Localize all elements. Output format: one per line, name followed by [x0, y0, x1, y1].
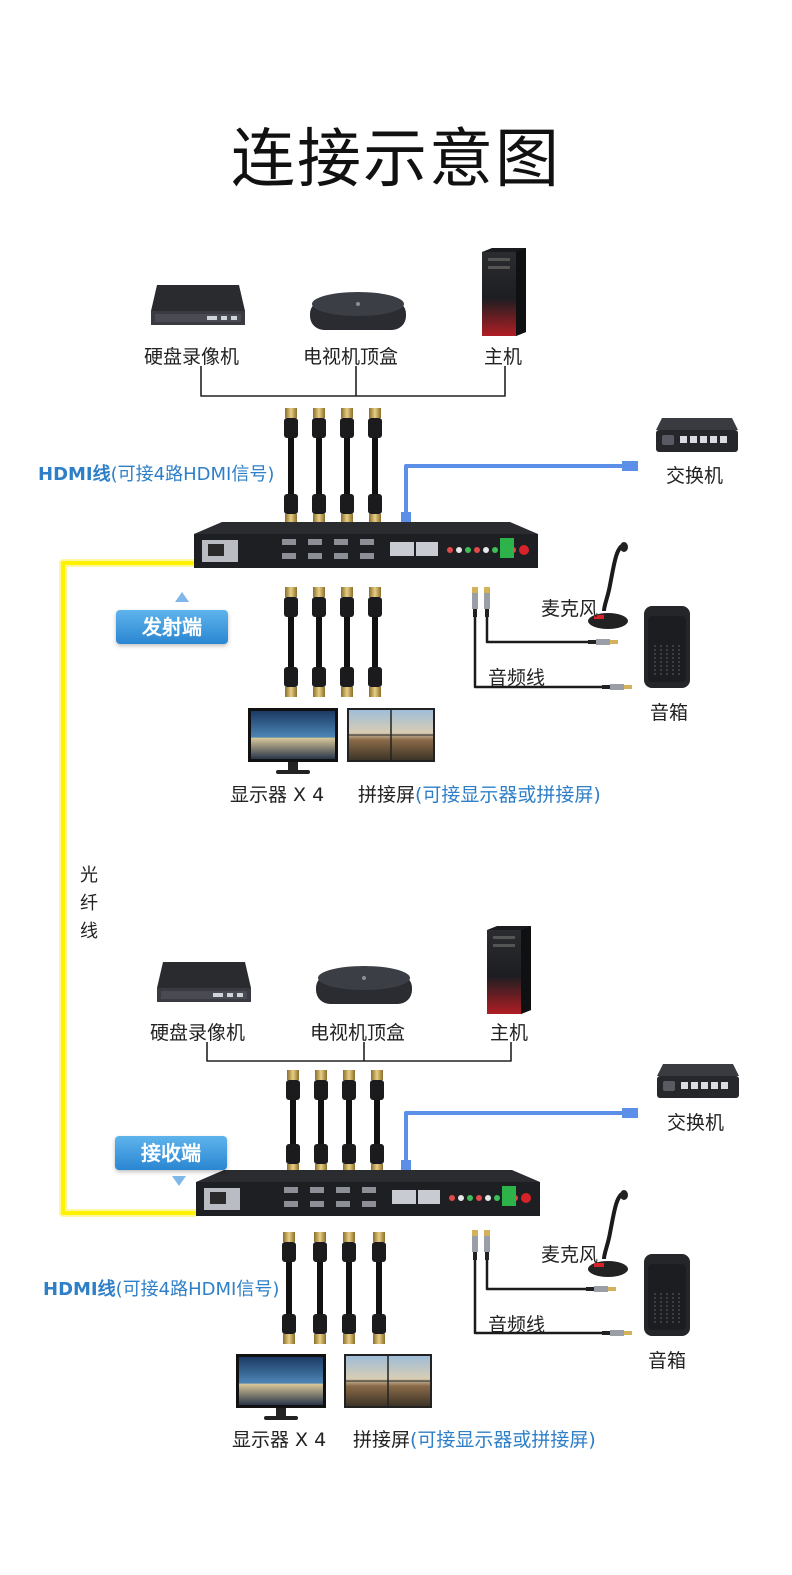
microphone-icon — [588, 542, 628, 629]
network-cable — [404, 1111, 622, 1166]
hdmi-cable-icon — [314, 1070, 328, 1174]
source-label-pc: 主机 — [484, 346, 523, 368]
audio-plug-icon — [602, 1330, 632, 1336]
speaker-icon — [644, 606, 690, 688]
rack-device-icon — [196, 1170, 540, 1216]
source-label-dvr-2: 硬盘录像机 — [150, 1022, 246, 1044]
direction-arrow-icon — [172, 1176, 186, 1186]
speaker-label-2: 音箱 — [648, 1350, 687, 1372]
display-label: 显示器 X 4 — [230, 784, 325, 806]
fiber-label: 光 纤 线 — [78, 862, 100, 946]
network-switch-icon — [656, 418, 738, 452]
audio-plug-icon — [472, 587, 478, 617]
splice-label-note: (可接显示器或拼接屏) — [415, 784, 601, 806]
source-label-stb-2: 电视机顶盒 — [310, 1022, 406, 1044]
audio-plug-icon — [586, 1286, 616, 1292]
fiber-label-char-1: 光 — [80, 865, 98, 886]
fiber-cable — [59, 559, 196, 1217]
direction-arrow-icon — [175, 592, 189, 602]
source-bracket-line — [200, 366, 506, 397]
speaker-label: 音箱 — [650, 702, 689, 724]
splice-label-main-2: 拼接屏 — [353, 1429, 411, 1451]
video-wall-icon — [347, 708, 435, 762]
splice-screen-label: 拼接屏(可接显示器或拼接屏) — [358, 780, 601, 807]
monitor-icon — [248, 708, 338, 774]
hdmi-cable-icon — [370, 1070, 384, 1174]
receiver-badge: 接收端 — [115, 1136, 227, 1170]
fiber-label-char-3: 线 — [80, 921, 98, 942]
hdmi-cable-icon — [284, 587, 298, 697]
monitor-icon — [236, 1354, 326, 1420]
hdmi-cable-icon — [342, 1070, 356, 1174]
transmitter-section — [151, 248, 738, 774]
mic-label: 麦克风 — [541, 598, 599, 620]
fiber-label-char-2: 纤 — [80, 893, 98, 914]
set-top-box-icon — [316, 966, 412, 1004]
hdmi-cable-icon — [340, 587, 354, 697]
hdmi-label-main: HDMI线 — [38, 464, 111, 485]
hdmi-cable-icon — [286, 1070, 300, 1174]
hdmi-cable-label: HDMI线(可接4路HDMI信号) — [38, 460, 274, 486]
hdmi-cable-icon — [368, 408, 382, 524]
hdmi-cable-icon — [368, 587, 382, 697]
display-label-2: 显示器 X 4 — [232, 1429, 327, 1451]
rj45-plug-icon — [622, 461, 638, 471]
hdmi-cable-icon — [340, 408, 354, 524]
splice-label-note-2: (可接显示器或拼接屏) — [410, 1429, 596, 1451]
hdmi-label-sub: (可接4路HDMI信号) — [110, 464, 275, 485]
pc-tower-icon — [482, 248, 526, 336]
network-cable — [404, 464, 622, 518]
hdmi-cable-icon — [312, 408, 326, 524]
hdmi-cable-icon — [313, 1232, 327, 1344]
speaker-audio-cable — [473, 617, 602, 689]
mic-audio-cable — [485, 1260, 586, 1291]
mic-audio-cable — [485, 617, 588, 644]
source-bracket-line — [206, 1042, 512, 1062]
audio-plug-icon — [472, 1230, 478, 1260]
source-label-stb: 电视机顶盒 — [303, 346, 399, 368]
dvr-icon — [157, 962, 251, 1002]
hdmi-cable-icon — [282, 1232, 296, 1344]
hdmi-label-main-2: HDMI线 — [43, 1279, 116, 1300]
hdmi-cable-icon — [372, 1232, 386, 1344]
splice-screen-label-2: 拼接屏(可接显示器或拼接屏) — [353, 1425, 596, 1452]
rack-device-icon — [194, 522, 538, 568]
switch-label-2: 交换机 — [667, 1112, 725, 1134]
transmitter-badge: 发射端 — [116, 610, 228, 644]
microphone-icon — [588, 1190, 628, 1277]
pc-tower-icon — [487, 926, 531, 1014]
hdmi-label-sub-2: (可接4路HDMI信号) — [115, 1279, 280, 1300]
audio-plug-icon — [484, 1230, 490, 1260]
receiver-section — [157, 926, 739, 1420]
mic-label-2: 麦克风 — [541, 1244, 599, 1266]
hdmi-cable-icon — [312, 587, 326, 697]
splice-label-main: 拼接屏 — [358, 784, 416, 806]
hdmi-cable-label-2: HDMI线(可接4路HDMI信号) — [43, 1275, 279, 1301]
speaker-icon — [644, 1254, 690, 1336]
speaker-audio-cable — [473, 1260, 602, 1335]
audio-cable-label-2: 音频线 — [488, 1314, 546, 1336]
set-top-box-icon — [310, 292, 406, 330]
network-switch-icon — [657, 1064, 739, 1098]
rj45-plug-icon — [401, 512, 411, 526]
audio-cable-label: 音频线 — [488, 667, 546, 689]
video-wall-icon — [344, 1354, 432, 1408]
rj45-plug-icon — [622, 1108, 638, 1118]
audio-plug-icon — [484, 587, 490, 617]
hdmi-cable-icon — [284, 408, 298, 524]
audio-plug-icon — [588, 639, 618, 645]
hdmi-cable-icon — [342, 1232, 356, 1344]
dvr-icon — [151, 285, 245, 325]
rj45-plug-icon — [401, 1160, 411, 1174]
page-title: 连接示意图 — [231, 123, 561, 197]
source-label-pc-2: 主机 — [490, 1022, 529, 1044]
audio-plug-icon — [602, 684, 632, 690]
switch-label: 交换机 — [666, 465, 724, 487]
source-label-dvr: 硬盘录像机 — [144, 346, 240, 368]
